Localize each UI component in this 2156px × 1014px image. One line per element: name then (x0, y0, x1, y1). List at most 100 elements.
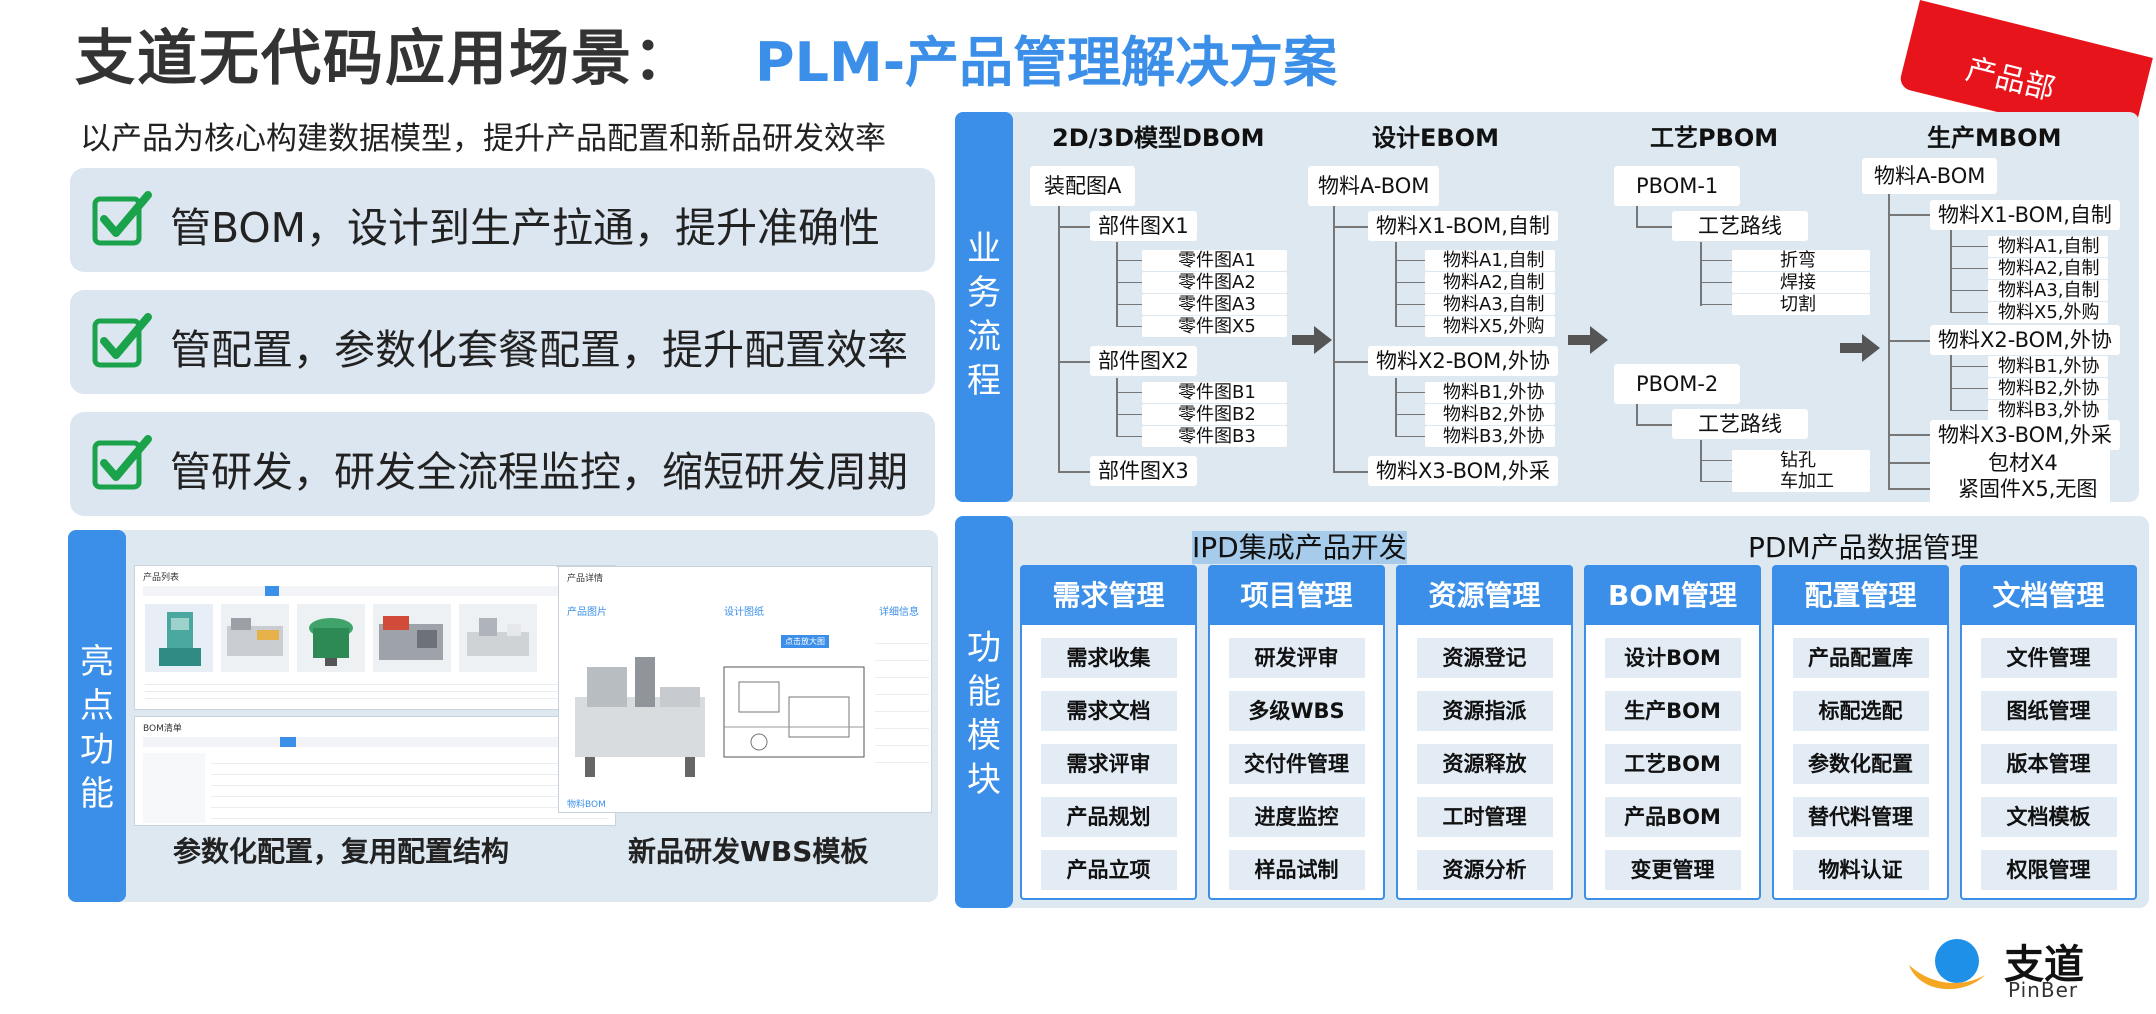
mbom-x2: 物料X2-BOM,外协 (1930, 325, 2120, 355)
arrow-right-icon (1840, 334, 1880, 362)
module-item[interactable]: 图纸管理 (1980, 691, 2117, 731)
product-thumb[interactable] (145, 604, 213, 672)
module-item[interactable]: 资源分析 (1416, 850, 1553, 890)
module-title: 项目管理 (1210, 567, 1383, 625)
module-item[interactable]: 产品立项 (1040, 850, 1177, 890)
ebom-x1-item: 物料X5,外购 (1425, 316, 1555, 337)
module-resources: 资源管理 资源登记 资源指派 资源释放 工时管理 资源分析 (1396, 565, 1573, 900)
module-item[interactable]: 标配选配 (1792, 691, 1929, 731)
mbom-x3: 物料X3-BOM,外采 (1930, 420, 2120, 450)
screenshot-subtitle: BOM清单 (143, 724, 182, 734)
pbom-route-2: 工艺路线 (1672, 409, 1808, 439)
module-item[interactable]: 工时管理 (1416, 797, 1553, 837)
pbom-route-2-step: 车加工 (1732, 471, 1870, 492)
feature-card-config: 管配置，参数化套餐配置，提升配置效率 (70, 290, 935, 394)
dbom-x3: 部件图X3 (1090, 456, 1197, 486)
page-title-accent: PLM-产品管理解决方案 (755, 31, 1338, 94)
module-item[interactable]: 生产BOM (1604, 691, 1741, 731)
module-item[interactable]: 产品配置库 (1792, 638, 1929, 678)
mbom-x1-item: 物料A1,自制 (1988, 236, 2108, 257)
product-thumb[interactable] (297, 604, 365, 672)
mbom-x4: 包材X4 (1930, 448, 2110, 478)
feature-text: 管研发，研发全流程监控，缩短研发周期 (170, 448, 908, 496)
module-bom: BOM管理 设计BOM 生产BOM 工艺BOM 产品BOM 变更管理 (1584, 565, 1761, 900)
pbom-route-1: 工艺路线 (1672, 211, 1808, 241)
mbom-root: 物料A-BOM (1862, 158, 1998, 194)
mbom-x2-item: 物料B3,外协 (1988, 400, 2108, 421)
mbom-x1-item: 物料A2,自制 (1988, 258, 2108, 279)
module-item[interactable]: 需求文档 (1040, 691, 1177, 731)
module-item[interactable]: 工艺BOM (1604, 744, 1741, 784)
module-item[interactable]: 文档模板 (1980, 797, 2117, 837)
tab-drawings[interactable]: 设计图纸 (724, 607, 764, 618)
module-item[interactable]: 物料认证 (1792, 850, 1929, 890)
module-item[interactable]: 多级WBS (1228, 691, 1365, 731)
ebom-x1: 物料X1-BOM,自制 (1368, 211, 1558, 241)
mbom-x2-item: 物料B2,外协 (1988, 378, 2108, 399)
ebom-x2-item: 物料B3,外协 (1425, 426, 1555, 447)
bom-list-screenshot: BOM清单 (134, 716, 616, 826)
module-item[interactable]: 产品BOM (1604, 797, 1741, 837)
dbom-root: 装配图A (1030, 166, 1136, 206)
module-item[interactable]: 文件管理 (1980, 638, 2117, 678)
module-item[interactable]: 版本管理 (1980, 744, 2117, 784)
module-item[interactable]: 需求评审 (1040, 744, 1177, 784)
mbom-x1-item: 物料A3,自制 (1988, 280, 2108, 301)
design-drawing[interactable] (719, 627, 869, 787)
module-item[interactable]: 样品试制 (1228, 850, 1365, 890)
module-item[interactable]: 需求收集 (1040, 638, 1177, 678)
highlight-label-bar: 亮点功能 (68, 530, 126, 902)
zoom-badge[interactable]: 点击放大图 (781, 635, 829, 648)
mbom-x1: 物料X1-BOM,自制 (1930, 200, 2120, 230)
machine-image[interactable] (565, 627, 715, 787)
module-title: 文档管理 (1962, 567, 2135, 625)
dbom-x2-item: 零件图B1 (1142, 382, 1287, 403)
product-thumb[interactable] (373, 604, 451, 672)
pbom-route-2-step: 钻孔 (1732, 450, 1870, 471)
module-item[interactable]: 资源指派 (1416, 691, 1553, 731)
checkbox-checked-icon (92, 313, 152, 368)
ebom-x2-item: 物料B2,外协 (1425, 404, 1555, 425)
department-tag-label: 产品部 (1962, 51, 2059, 108)
ebom-root: 物料A-BOM (1308, 166, 1440, 206)
module-item[interactable]: 交付件管理 (1228, 744, 1365, 784)
bom-tab[interactable]: 物料BOM (567, 800, 606, 810)
pbom-route-1-step: 焊接 (1732, 272, 1870, 293)
module-item[interactable]: 替代料管理 (1792, 797, 1929, 837)
mbom-x5: 紧固件X5,无图 (1930, 474, 2110, 504)
module-item[interactable]: 设计BOM (1604, 638, 1741, 678)
arrow-right-icon (1568, 326, 1608, 354)
tab-images[interactable]: 产品图片 (567, 607, 607, 618)
module-item[interactable]: 资源登记 (1416, 638, 1553, 678)
pbom-route-1-step: 切割 (1732, 294, 1870, 315)
column-pbom: 工艺PBOM (1650, 124, 1779, 152)
highlight-caption-config: 参数化配置，复用配置结构 (173, 835, 510, 868)
modules-label: 功能模块 (967, 628, 1001, 800)
feature-card-bom: 管BOM，设计到生产拉通，提升准确性 (70, 168, 935, 272)
group-ipd: IPD集成产品开发 (1192, 531, 1407, 564)
page-title: 支道无代码应用场景： (75, 24, 695, 94)
module-title: 配置管理 (1774, 567, 1947, 625)
column-dbom: 2D/3D模型DBOM (1052, 124, 1265, 152)
process-label-bar: 业务流程 (955, 112, 1013, 502)
module-item[interactable]: 权限管理 (1980, 850, 2117, 890)
module-item[interactable]: 研发评审 (1228, 638, 1365, 678)
module-item[interactable]: 变更管理 (1604, 850, 1741, 890)
dbom-x1-item: 零件图A2 (1142, 272, 1287, 293)
feature-text: 管配置，参数化套餐配置，提升配置效率 (170, 326, 908, 374)
checkbox-checked-icon (92, 435, 152, 490)
pbom-route-1-step: 折弯 (1732, 250, 1870, 271)
product-thumb[interactable] (221, 604, 289, 672)
product-list-screenshot: 产品列表 (134, 565, 616, 710)
module-item[interactable]: 产品规划 (1040, 797, 1177, 837)
dbom-x1-item: 零件图X5 (1142, 316, 1287, 337)
group-pdm: PDM产品数据管理 (1748, 531, 1979, 564)
product-thumb[interactable] (459, 604, 537, 672)
pbom-1: PBOM-1 (1614, 166, 1741, 206)
module-item[interactable]: 参数化配置 (1792, 744, 1929, 784)
module-configuration: 配置管理 产品配置库 标配选配 参数化配置 替代料管理 物料认证 (1772, 565, 1949, 900)
tab-details[interactable]: 详细信息 (879, 607, 919, 618)
module-item[interactable]: 资源释放 (1416, 744, 1553, 784)
module-item[interactable]: 进度监控 (1228, 797, 1365, 837)
ebom-x1-item: 物料A3,自制 (1425, 294, 1555, 315)
